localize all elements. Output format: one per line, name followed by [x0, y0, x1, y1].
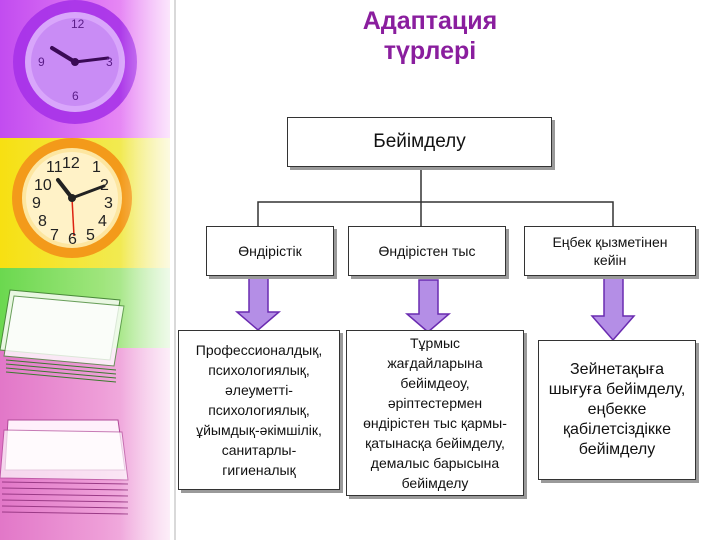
description-line: Профессионалдық,: [195, 342, 323, 358]
svg-text:4: 4: [98, 213, 107, 230]
description-line: өндірістен тыс қармы-: [363, 415, 507, 431]
svg-text:6: 6: [68, 231, 77, 248]
svg-text:9: 9: [32, 195, 41, 212]
description-line: психологиялық,: [208, 402, 310, 418]
category-label: Өндірістік: [238, 243, 302, 259]
svg-text:6: 6: [72, 89, 79, 103]
title-line-1: Адаптация: [362, 7, 498, 35]
purple-clock-icon: 12 3 6 9: [13, 0, 137, 124]
description-line: әріптестермен: [387, 395, 483, 411]
svg-text:5: 5: [86, 227, 95, 244]
svg-text:10: 10: [34, 177, 52, 194]
svg-text:1: 1: [92, 159, 101, 176]
description-non-production: Тұрмыс жағдайларына бейімдеоу, әріптесте…: [346, 330, 524, 496]
svg-text:12: 12: [62, 155, 80, 172]
svg-text:3: 3: [106, 55, 113, 69]
description-line: жағдайларына: [387, 355, 483, 371]
description-line: шығуға бейімделу,: [548, 381, 686, 398]
svg-text:2: 2: [100, 177, 109, 194]
category-label: Еңбек қызметінен кейін: [552, 234, 668, 268]
root-node: Бейімделу: [287, 117, 552, 167]
svg-text:3: 3: [104, 195, 113, 212]
description-line: қатынасқа бейімделу,: [365, 435, 505, 451]
description-line: бейімделу: [578, 441, 656, 458]
category-label: Өндірістен тыс: [378, 243, 476, 259]
down-arrow-2: [404, 279, 452, 333]
description-after-work: Зейнетақыға шығуға бейімделу, еңбекке қа…: [538, 340, 696, 480]
branch-bar-line: [257, 201, 614, 226]
svg-text:9: 9: [38, 55, 45, 69]
description-line: бейімдеоу,: [400, 375, 470, 391]
svg-text:7: 7: [50, 227, 59, 244]
description-line: гигиеналық: [222, 462, 296, 478]
description-line: демалыс барысына: [370, 455, 500, 471]
title-line-2: түрлері: [383, 37, 477, 65]
category-after-work: Еңбек қызметінен кейін: [524, 226, 696, 276]
description-line: ұйымдық-әкімшілік,: [196, 422, 322, 438]
tree-connector-lines: [257, 168, 614, 230]
down-arrow-3: [590, 277, 636, 342]
svg-text:12: 12: [71, 17, 85, 31]
description-line: еңбекке: [587, 401, 647, 418]
description-line: бейімделу: [401, 475, 469, 491]
strip-fade: [120, 0, 170, 540]
page-title: Адаптация түрлері: [330, 6, 530, 66]
description-line: қабілетсіздікке: [563, 421, 671, 438]
svg-text:11: 11: [46, 159, 63, 176]
paper-stack-icon: [0, 289, 129, 515]
description-line: әлеуметті-: [225, 382, 293, 398]
down-arrow-1: [234, 277, 282, 331]
description-line: Тұрмыс: [409, 335, 461, 351]
description-production: Профессионалдық, психологиялық, әлеуметт…: [178, 330, 340, 490]
category-production: Өндірістік: [206, 226, 334, 276]
description-line: психологиялық,: [208, 362, 310, 378]
category-non-production: Өндірістен тыс: [348, 226, 506, 276]
description-line: санитарлы-: [221, 442, 297, 458]
root-label: Бейімделу: [373, 131, 466, 152]
divider-line: [174, 0, 176, 540]
svg-text:8: 8: [38, 213, 47, 230]
description-line: Зейнетақыға: [570, 361, 664, 378]
